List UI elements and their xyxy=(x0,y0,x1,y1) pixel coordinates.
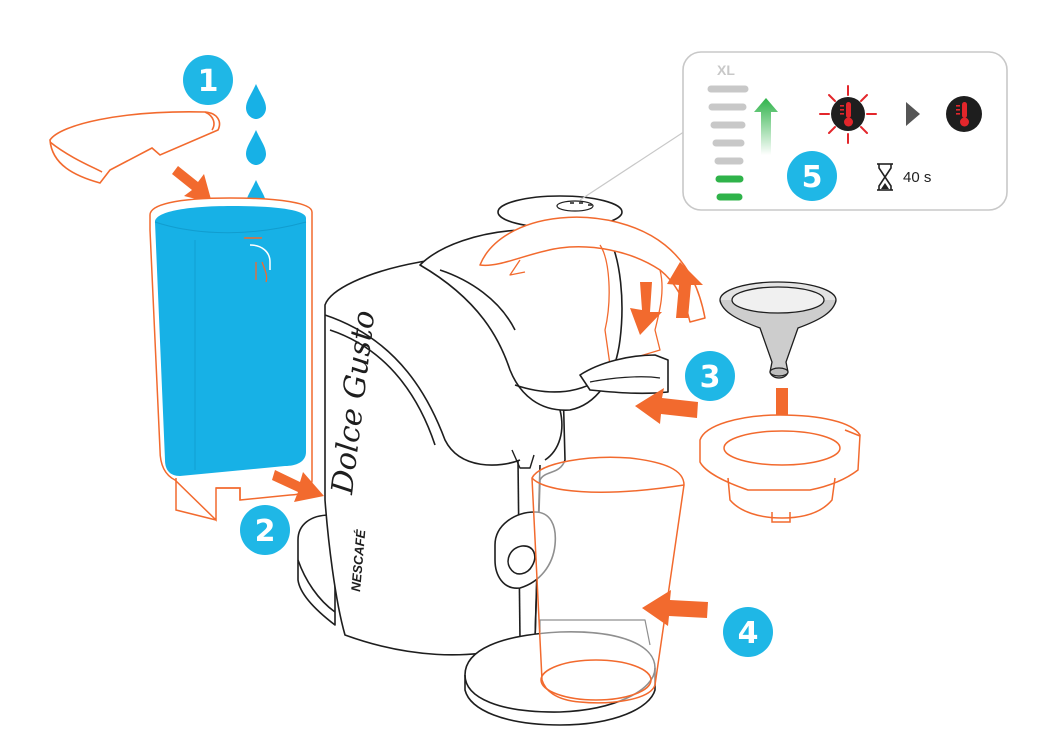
step-badges: 1 2 3 4 5 xyxy=(183,55,837,657)
step-number: 2 xyxy=(255,514,276,549)
control-panel-callout: XL xyxy=(579,51,1008,211)
thermometer-blinking xyxy=(819,85,877,144)
callout-box xyxy=(682,51,1008,211)
size-label: XL xyxy=(717,62,735,78)
step-badge-3: 3 xyxy=(685,351,735,401)
water-tank xyxy=(149,197,313,522)
thermometer-steady xyxy=(946,96,982,132)
water-drops xyxy=(246,84,266,215)
hourglass-icon xyxy=(877,163,893,191)
timer-label: 40 s xyxy=(903,169,931,186)
arrow-capsule-insert xyxy=(635,388,698,424)
thermometer-icon xyxy=(840,102,853,127)
arrow-up-icon xyxy=(754,98,778,155)
water-drop-icon xyxy=(246,84,266,119)
step-badge-5: 5 xyxy=(787,151,837,201)
step-number: 3 xyxy=(700,360,721,395)
lever-arrows xyxy=(630,262,703,335)
capsule-holder-slot xyxy=(579,354,669,395)
coffee-capsule xyxy=(719,281,837,379)
step-number: 1 xyxy=(198,64,219,99)
level-bars xyxy=(707,85,749,201)
step-number: 4 xyxy=(738,616,759,651)
step-badge-2: 2 xyxy=(240,505,290,555)
water-tank-lid xyxy=(49,111,221,184)
arrow-up-icon xyxy=(667,262,703,318)
arrow-lid-to-tank xyxy=(172,166,212,203)
step-badge-4: 4 xyxy=(723,607,773,657)
brand-maker: NESCAFÉ xyxy=(348,529,368,593)
glass-cup xyxy=(531,456,685,704)
arrow-tank-to-machine xyxy=(272,470,324,502)
arrow-place-glass xyxy=(642,590,708,626)
thermometer-icon xyxy=(956,102,969,127)
arrow-right-icon xyxy=(906,102,920,126)
step-badge-1: 1 xyxy=(183,55,233,105)
capsule-holder xyxy=(699,414,861,523)
water-drop-icon xyxy=(246,130,266,165)
step-number: 5 xyxy=(802,160,823,195)
